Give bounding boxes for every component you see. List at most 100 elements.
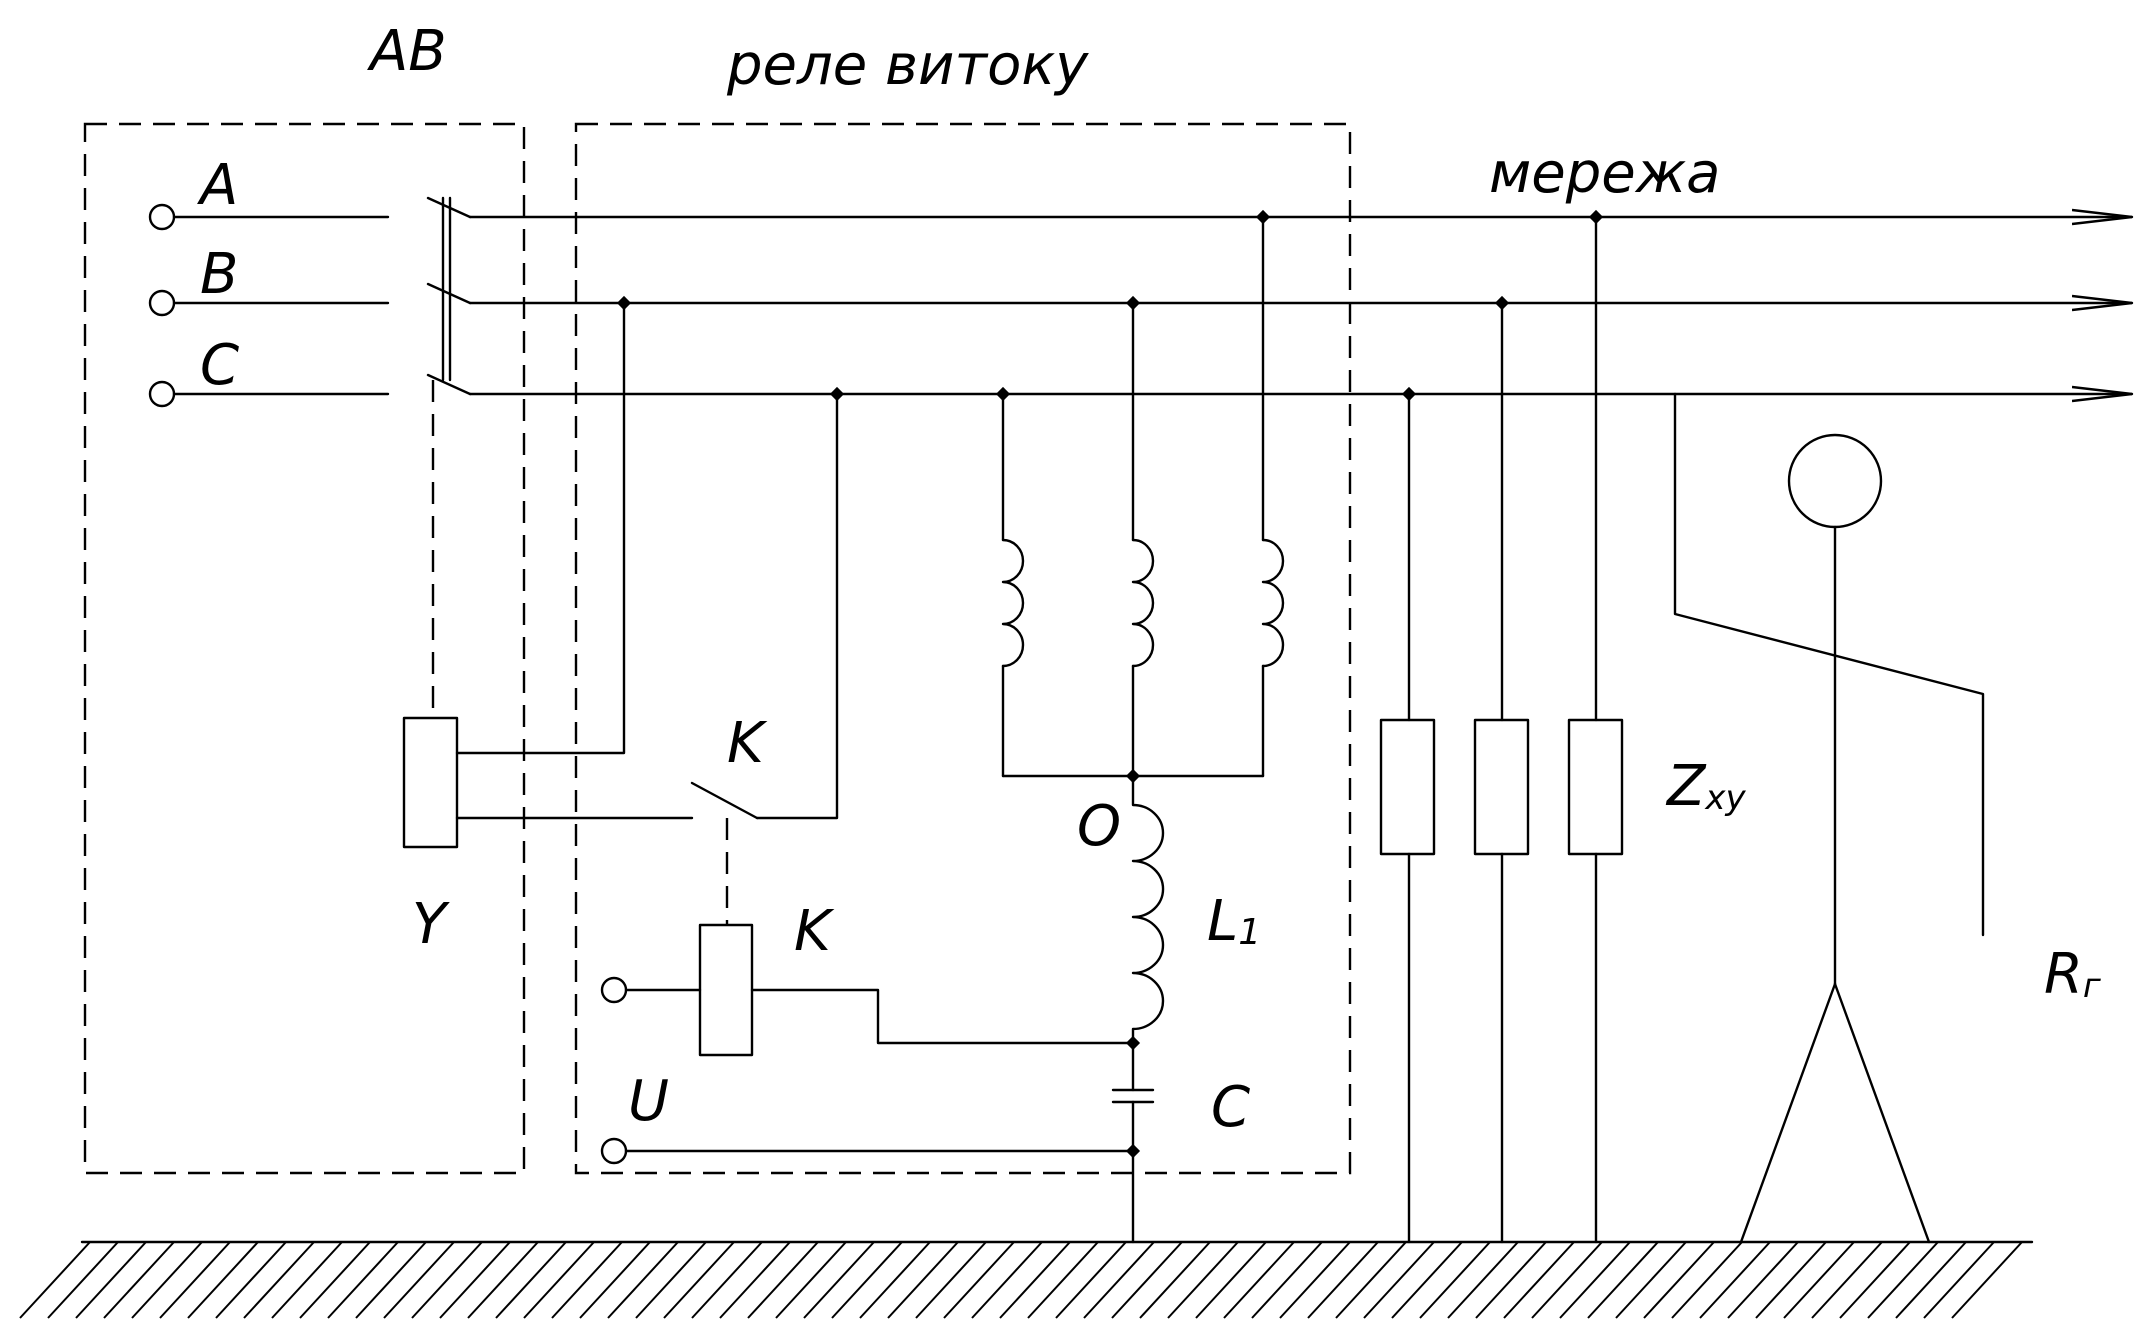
ground-hatch-line	[299, 1241, 371, 1319]
ground-hatch-line	[215, 1241, 287, 1319]
label-body-r: Rг	[2044, 942, 2102, 1007]
inductor-l1	[1131, 774, 1165, 1045]
ground-hatch-line	[1615, 1241, 1687, 1319]
breaker-contacts	[426, 196, 472, 718]
ground-hatch-line	[1531, 1241, 1603, 1319]
label-phase-b: B	[200, 242, 238, 307]
ground-hatch-line	[1251, 1241, 1323, 1319]
ground-hatch-line	[1839, 1241, 1911, 1319]
ground-hatch-line	[1419, 1241, 1491, 1319]
ground-hatch-line	[131, 1241, 203, 1319]
network-lines	[468, 217, 2134, 394]
ground-hatch-line	[999, 1241, 1071, 1319]
ground-hatch-line	[1727, 1241, 1799, 1319]
ground-hatch-line	[1699, 1241, 1771, 1319]
label-relay: реле витоку	[726, 33, 1089, 98]
ground-hatch-line	[943, 1241, 1015, 1319]
ground-hatch-line	[75, 1241, 147, 1319]
ground-hatch-line	[523, 1241, 595, 1319]
trip-coil-y	[402, 716, 459, 849]
ground-hatch-line	[355, 1241, 427, 1319]
ground-hatch-line	[103, 1241, 175, 1319]
label-capacitor-c: C	[1211, 1075, 1250, 1140]
ground-hatch-line	[19, 1241, 91, 1319]
ground-hatch-line	[1111, 1241, 1183, 1319]
ground-hatch-line	[1811, 1241, 1883, 1319]
ground-hatch-line	[1503, 1241, 1575, 1319]
trip-coil-supply-wire	[455, 301, 626, 755]
ground-hatch-line	[579, 1241, 651, 1319]
ground-hatch-line	[1139, 1241, 1211, 1319]
ground-hatch-line	[187, 1241, 259, 1319]
ground-hatch-line	[1895, 1241, 1967, 1319]
voltage-terminal-upper	[600, 976, 628, 1004]
label-network: мережа	[1489, 141, 1720, 206]
ground-hatch-line	[551, 1241, 623, 1319]
ground-hatch-line	[1195, 1241, 1267, 1319]
label-coil-k: K	[794, 899, 835, 964]
label-breaker: AB	[367, 19, 447, 84]
label-phase-a: A	[197, 153, 238, 218]
ground-hatch-line	[1223, 1241, 1295, 1319]
ground-hatch-line	[1279, 1241, 1351, 1319]
ground-hatch-line	[1671, 1241, 1743, 1319]
capacitor-c	[1111, 1041, 1155, 1244]
ground-hatch-line	[691, 1241, 763, 1319]
ground-hatch-line	[327, 1241, 399, 1319]
ground-hatch-line	[243, 1241, 315, 1319]
human-figure	[1673, 392, 1985, 1244]
ground-hatch-line	[1923, 1241, 1995, 1319]
ground-hatch-line	[383, 1241, 455, 1319]
insulation-impedances	[1379, 215, 1624, 1244]
ground-hatch-line	[1587, 1241, 1659, 1319]
ground-hatch-line	[775, 1241, 847, 1319]
ground-hatch-line	[159, 1241, 231, 1319]
ground-hatch-line	[1643, 1241, 1715, 1319]
ground-hatching	[19, 1241, 2023, 1319]
junction-dots	[616, 209, 1604, 1159]
ground-hatch-line	[1867, 1241, 1939, 1319]
ground-hatch-line	[1475, 1241, 1547, 1319]
ground-hatch-line	[411, 1241, 483, 1319]
ground-hatch-line	[1363, 1241, 1435, 1319]
ground-hatch-line	[887, 1241, 959, 1319]
ground-hatch-line	[47, 1241, 119, 1319]
voltage-terminal-lower	[600, 1137, 628, 1165]
label-trip-coil-y: Y	[412, 892, 450, 957]
ground-hatch-line	[831, 1241, 903, 1319]
ground-hatch-line	[803, 1241, 875, 1319]
label-inductor-l1: L1	[1207, 889, 1261, 954]
ground-hatch-line	[1055, 1241, 1127, 1319]
ground-hatch-line	[1783, 1241, 1855, 1319]
label-contact-k: K	[727, 711, 768, 776]
ground-hatch-line	[915, 1241, 987, 1319]
ground-hatch-line	[1335, 1241, 1407, 1319]
ground-hatch-line	[1027, 1241, 1099, 1319]
ground-hatch-line	[1391, 1241, 1463, 1319]
relay-contact-k	[690, 392, 839, 925]
label-voltage-u: U	[628, 1069, 669, 1134]
ground-hatch-line	[971, 1241, 1043, 1319]
ground-hatch-line	[635, 1241, 707, 1319]
ground-hatch-line	[1951, 1241, 2023, 1319]
relay-coil-k	[698, 923, 754, 1057]
ground-hatch-line	[467, 1241, 539, 1319]
ground-hatch-line	[719, 1241, 791, 1319]
label-neutral-o: O	[1077, 794, 1121, 859]
ground-hatch-line	[1307, 1241, 1379, 1319]
ground-hatch-line	[1447, 1241, 1519, 1319]
input-terminals	[148, 203, 390, 408]
ground-hatch-line	[495, 1241, 567, 1319]
ground-hatch-line	[607, 1241, 679, 1319]
ground-hatch-line	[1559, 1241, 1631, 1319]
breaker-enclosure	[83, 122, 526, 1175]
star-inductors	[1001, 215, 1285, 778]
ground-hatch-line	[859, 1241, 931, 1319]
label-insulation-z: Zxy	[1665, 754, 1746, 819]
label-phase-c: C	[200, 333, 239, 398]
ground-hatch-line	[1755, 1241, 1827, 1319]
relay-enclosure	[574, 122, 1352, 1175]
ground-hatch-line	[1167, 1241, 1239, 1319]
ground-hatch-line	[663, 1241, 735, 1319]
